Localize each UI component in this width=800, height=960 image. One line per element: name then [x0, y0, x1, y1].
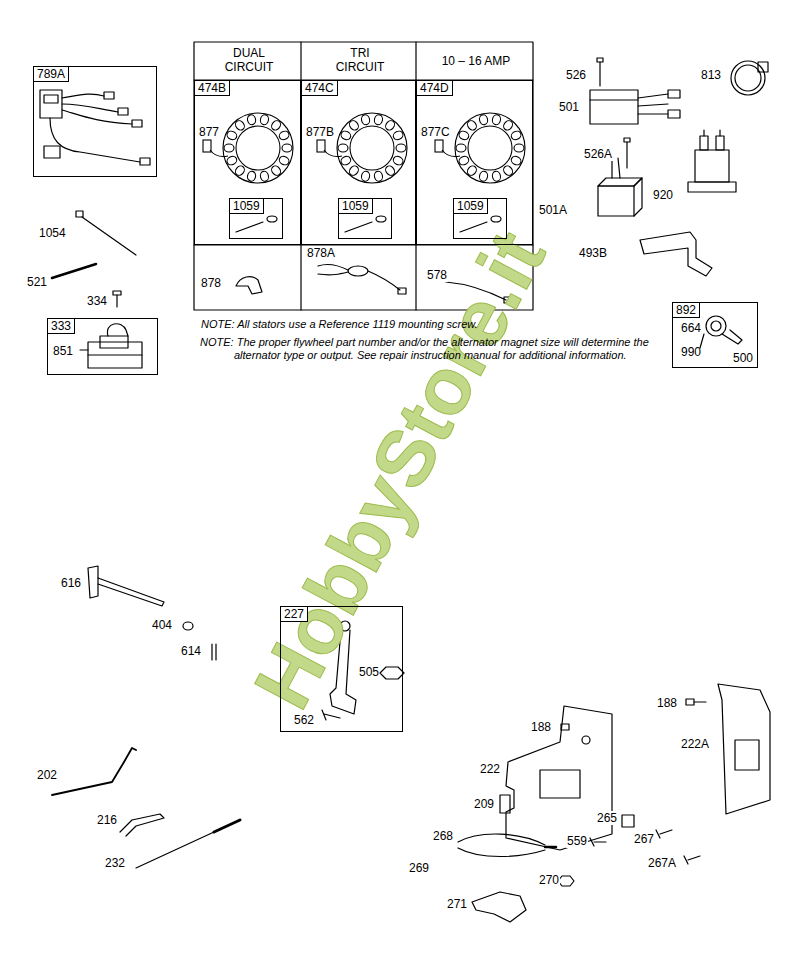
callout-number: 216: [96, 813, 118, 827]
callout-box: 1059: [453, 198, 507, 239]
callout-number: 877C: [421, 125, 450, 139]
callout-number: 188: [656, 696, 678, 710]
callout-number: 270: [538, 873, 560, 887]
group-number: 227: [281, 607, 308, 622]
callout-number: 851: [53, 344, 73, 358]
group-number: 789A: [34, 67, 69, 82]
callout-number: 526: [565, 68, 587, 82]
lead-wire: [318, 264, 406, 294]
callout-number: 334: [86, 294, 108, 308]
group-number: 474B: [195, 81, 230, 96]
callout-number: 920: [652, 188, 674, 202]
callout-box: 227 505 562: [280, 606, 403, 732]
callout-number: 500: [733, 351, 753, 365]
control-bracket: [500, 706, 612, 850]
callout-box: 1059: [229, 198, 283, 239]
callout-number: 878: [200, 276, 222, 290]
callout-number: 209: [473, 797, 495, 811]
screw: [113, 291, 121, 307]
callout-number: 267A: [647, 856, 677, 870]
governor-shaft: [88, 566, 164, 606]
clip: [622, 815, 634, 827]
screw: [684, 856, 700, 864]
callout-number: 505: [359, 665, 379, 679]
callout-box: 1059: [338, 198, 392, 239]
pin: [52, 264, 96, 278]
callout-number: 614: [180, 644, 202, 658]
washer: [183, 622, 193, 630]
wire-harness: [40, 90, 150, 165]
callout-number: 222: [479, 762, 501, 776]
callout-number: 559: [566, 834, 588, 848]
group-number: 892: [673, 303, 700, 318]
callout-box: 474B 877 1059: [194, 80, 301, 245]
throttle-cable: [458, 834, 556, 856]
callout-number: 501: [558, 100, 580, 114]
table-header: DUAL CIRCUIT: [218, 46, 280, 74]
group-number: 1059: [230, 199, 264, 214]
callout-number: 268: [432, 829, 454, 843]
callout-number: 878A: [306, 246, 336, 260]
screw: [656, 830, 672, 838]
choke-link: [136, 820, 240, 868]
callout-number: 877: [199, 125, 219, 139]
callout-number: 526A: [583, 147, 613, 161]
callout-number: 202: [36, 768, 58, 782]
callout-number: 232: [104, 856, 126, 870]
callout-number: 501A: [538, 203, 568, 217]
callout-number: 990: [681, 345, 701, 359]
group-number: 474D: [417, 81, 453, 96]
spring-link: [120, 814, 164, 836]
hose-clamp: [731, 61, 768, 95]
group-number: 474C: [302, 81, 338, 96]
callout-number: 1054: [38, 226, 67, 240]
starter-solenoid: [688, 130, 736, 192]
stator: [203, 113, 293, 183]
control-lever: [472, 892, 526, 922]
callout-number: 877B: [306, 125, 334, 139]
group-number: 1059: [454, 199, 488, 214]
note-text: NOTE: All stators use a Reference 1119 m…: [200, 318, 622, 331]
note-text: NOTE: The proper flywheel part number an…: [200, 336, 655, 362]
callout-number: 578: [426, 268, 448, 282]
group-number: 333: [48, 319, 75, 334]
callout-box: 333 851: [47, 318, 158, 375]
table-header: 10 – 16 AMP: [420, 54, 532, 68]
ignition-armature: [80, 324, 142, 368]
callout-number: 404: [151, 618, 173, 632]
stator-screws: [236, 216, 501, 232]
callout-box: 474C 877B 1059: [301, 80, 416, 245]
stator: [317, 113, 407, 183]
callout-box: 474D 877C 1059: [416, 80, 533, 245]
callout-number: 222A: [680, 737, 710, 751]
callout-number: 265: [596, 811, 618, 825]
callout-box: 892 664 990 500: [672, 302, 758, 368]
callout-number: 616: [60, 576, 82, 590]
key-switch: [700, 316, 742, 348]
diode-lead: [236, 277, 262, 294]
callout-number: 188: [530, 720, 552, 734]
pin: [212, 644, 216, 660]
callout-number: 269: [408, 861, 430, 875]
callout-number: 493B: [578, 246, 608, 260]
governor-link: [52, 748, 136, 795]
callout-number: 521: [26, 275, 48, 289]
regulator: [590, 58, 680, 124]
callout-box: 789A: [33, 66, 157, 177]
group-number: 1059: [339, 199, 373, 214]
callout-number: 271: [446, 897, 468, 911]
callout-number: 813: [700, 68, 722, 82]
callout-number: 664: [681, 321, 701, 335]
cable-tie: [76, 211, 136, 255]
stator: [435, 113, 525, 183]
screw: [590, 838, 606, 846]
callout-number: 562: [294, 713, 314, 727]
table-header: TRI CIRCUIT: [329, 46, 391, 74]
nut: [558, 876, 574, 886]
callout-number: 267: [633, 832, 655, 846]
bracket: [640, 232, 712, 276]
watermark: HobbyStore.it: [237, 217, 563, 722]
